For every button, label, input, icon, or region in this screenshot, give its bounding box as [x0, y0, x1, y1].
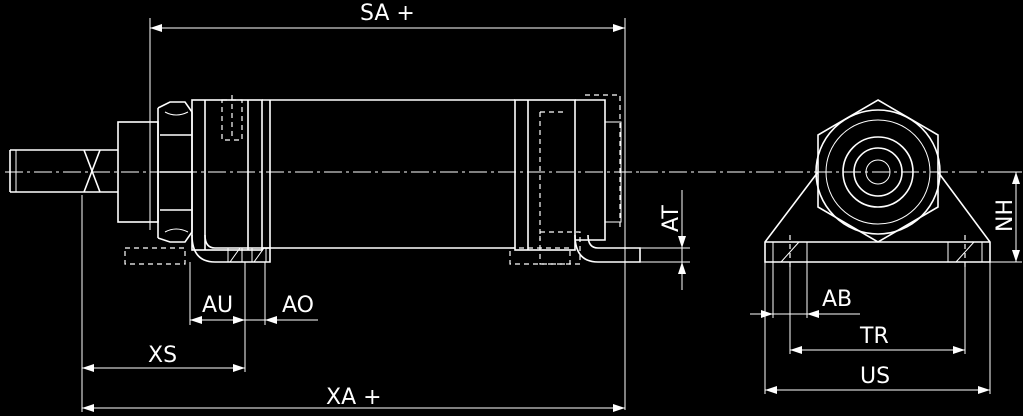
dim-au-ao: AU AO	[189, 262, 318, 325]
label-xs: XS	[148, 343, 177, 368]
label-xa: XA +	[326, 385, 382, 410]
dim-us: US	[764, 262, 991, 394]
dim-ab: AB	[750, 262, 860, 318]
label-us: US	[860, 364, 890, 389]
dim-xa: XA +	[81, 195, 625, 412]
label-at: AT	[659, 205, 684, 232]
dim-sa: SA +	[149, 1, 626, 410]
dim-at: AT	[640, 190, 690, 290]
front-foot	[124, 95, 271, 265]
label-sa: SA +	[360, 1, 415, 26]
dim-tr: TR	[789, 262, 966, 354]
label-ao: AO	[282, 293, 314, 318]
label-tr: TR	[859, 324, 889, 349]
end-view	[764, 99, 991, 270]
piston-rod	[9, 149, 118, 193]
dim-xs: XS	[82, 262, 246, 372]
label-au: AU	[202, 293, 233, 318]
label-ab: AB	[822, 287, 852, 312]
dim-nh: NH	[990, 171, 1022, 263]
cylinder-barrel	[262, 99, 515, 249]
label-nh: NH	[993, 199, 1018, 232]
rear-end-cap	[509, 94, 641, 265]
